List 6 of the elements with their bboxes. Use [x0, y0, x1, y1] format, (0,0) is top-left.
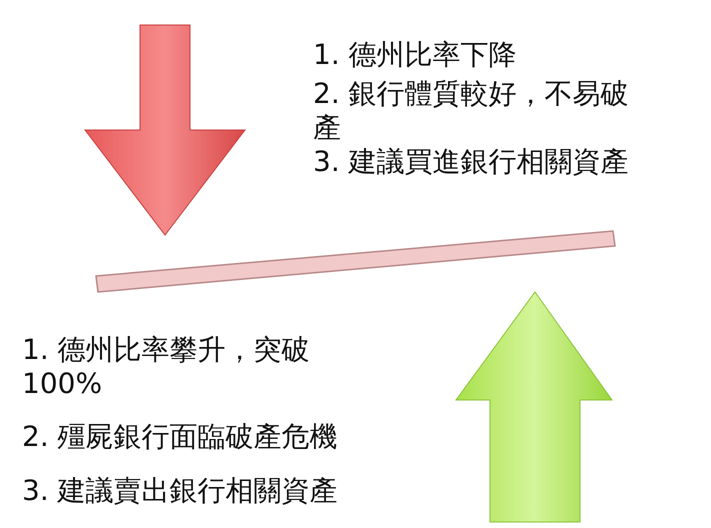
list-item: 3. 建議買進銀行相關資產 [313, 145, 629, 179]
list-item: 2. 殭屍銀行面臨破產危機 [22, 420, 338, 454]
list-item: 1. 德州比率下降 [313, 38, 517, 72]
list-item: 3. 建議賣出銀行相關資產 [22, 474, 338, 508]
list-item: 1. 德州比率攀升，突破100% [22, 333, 311, 401]
list-item: 2. 銀行體質較好，不易破產 [313, 77, 630, 145]
